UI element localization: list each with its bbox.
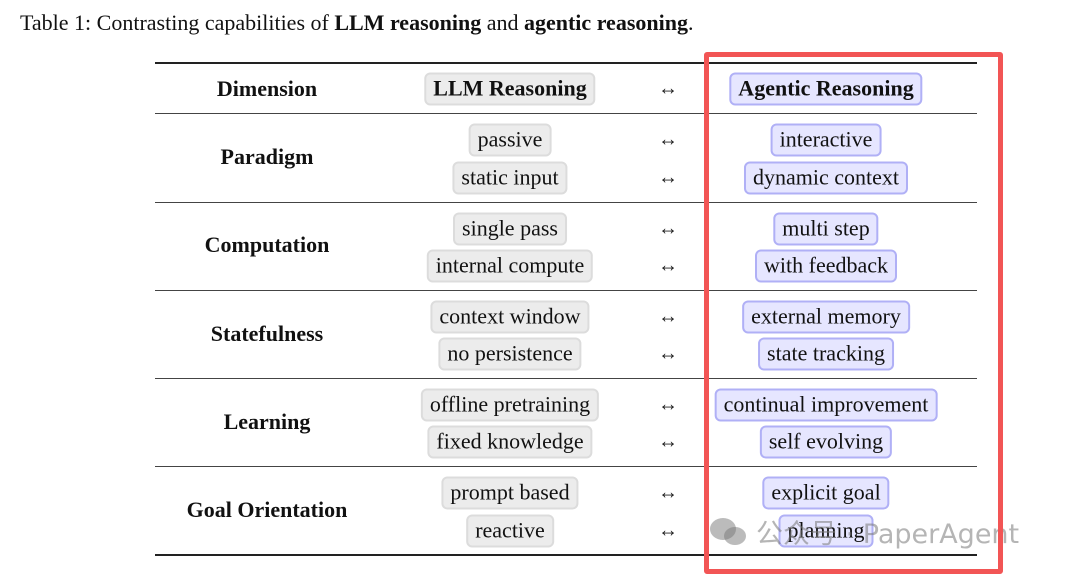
header-arrow: ↔: [658, 77, 678, 100]
agentic-cell: interactive: [770, 123, 882, 157]
dimension-computation: Computation: [204, 232, 330, 257]
header-agentic-reasoning: Agentic Reasoning: [729, 72, 923, 106]
bidirectional-arrow-icon: ↔: [658, 519, 678, 542]
wechat-icon: [710, 517, 746, 545]
llm-cell: passive: [468, 123, 552, 157]
llm-cell: fixed knowledge: [427, 425, 593, 459]
dimension-learning: Learning: [223, 409, 311, 434]
bottom-rule: [155, 554, 977, 556]
bidirectional-arrow-icon: ↔: [658, 217, 678, 240]
dimension-statefulness: Statefulness: [210, 321, 324, 346]
header-llm-reasoning: LLM Reasoning: [424, 72, 596, 106]
agentic-cell: with feedback: [755, 249, 897, 283]
bidirectional-arrow-icon: ↔: [658, 430, 678, 453]
bidirectional-arrow-icon: ↔: [658, 481, 678, 504]
table-caption: Table 1: Contrasting capabilities of LLM…: [20, 10, 693, 36]
top-rule: [155, 62, 977, 64]
watermark-text: 公众号 · PaperAgent: [756, 519, 1020, 550]
agentic-cell: state tracking: [758, 337, 894, 371]
bidirectional-arrow-icon: ↔: [658, 166, 678, 189]
caption-middle: and: [481, 10, 524, 35]
llm-cell: prompt based: [441, 476, 579, 510]
agentic-cell: explicit goal: [762, 476, 890, 510]
header-rule: [155, 113, 977, 114]
group-divider: [155, 290, 977, 291]
group-divider: [155, 466, 977, 467]
bidirectional-arrow-icon: ↔: [658, 254, 678, 277]
llm-cell: context window: [430, 300, 590, 334]
bidirectional-arrow-icon: ↔: [658, 342, 678, 365]
caption-agentic-reasoning: agentic reasoning: [523, 10, 688, 35]
caption-llm-reasoning: LLM reasoning: [334, 10, 482, 35]
agentic-cell: continual improvement: [714, 388, 938, 422]
llm-cell: static input: [452, 161, 568, 195]
agentic-cell: multi step: [773, 212, 879, 246]
dimension-paradigm: Paradigm: [220, 144, 314, 169]
group-divider: [155, 378, 977, 379]
caption-prefix: Table 1: Contrasting capabilities of: [20, 10, 335, 35]
bidirectional-arrow-icon: ↔: [658, 393, 678, 416]
group-divider: [155, 202, 977, 203]
llm-cell: reactive: [466, 514, 554, 548]
watermark: 公众号 · PaperAgent: [708, 512, 1019, 551]
caption-suffix: .: [687, 10, 694, 35]
llm-cell: no persistence: [438, 337, 582, 371]
agentic-cell: external memory: [742, 300, 910, 334]
header-dimension: Dimension: [216, 76, 318, 101]
llm-cell: single pass: [453, 212, 567, 246]
agentic-cell: self evolving: [759, 425, 893, 459]
agentic-cell: dynamic context: [743, 161, 909, 195]
dimension-goal-orientation: Goal Orientation: [186, 497, 348, 522]
bidirectional-arrow-icon: ↔: [658, 128, 678, 151]
bidirectional-arrow-icon: ↔: [658, 305, 678, 328]
llm-cell: offline pretraining: [420, 388, 600, 422]
llm-cell: internal compute: [426, 249, 594, 283]
agentic-cell: planning: [778, 514, 874, 548]
